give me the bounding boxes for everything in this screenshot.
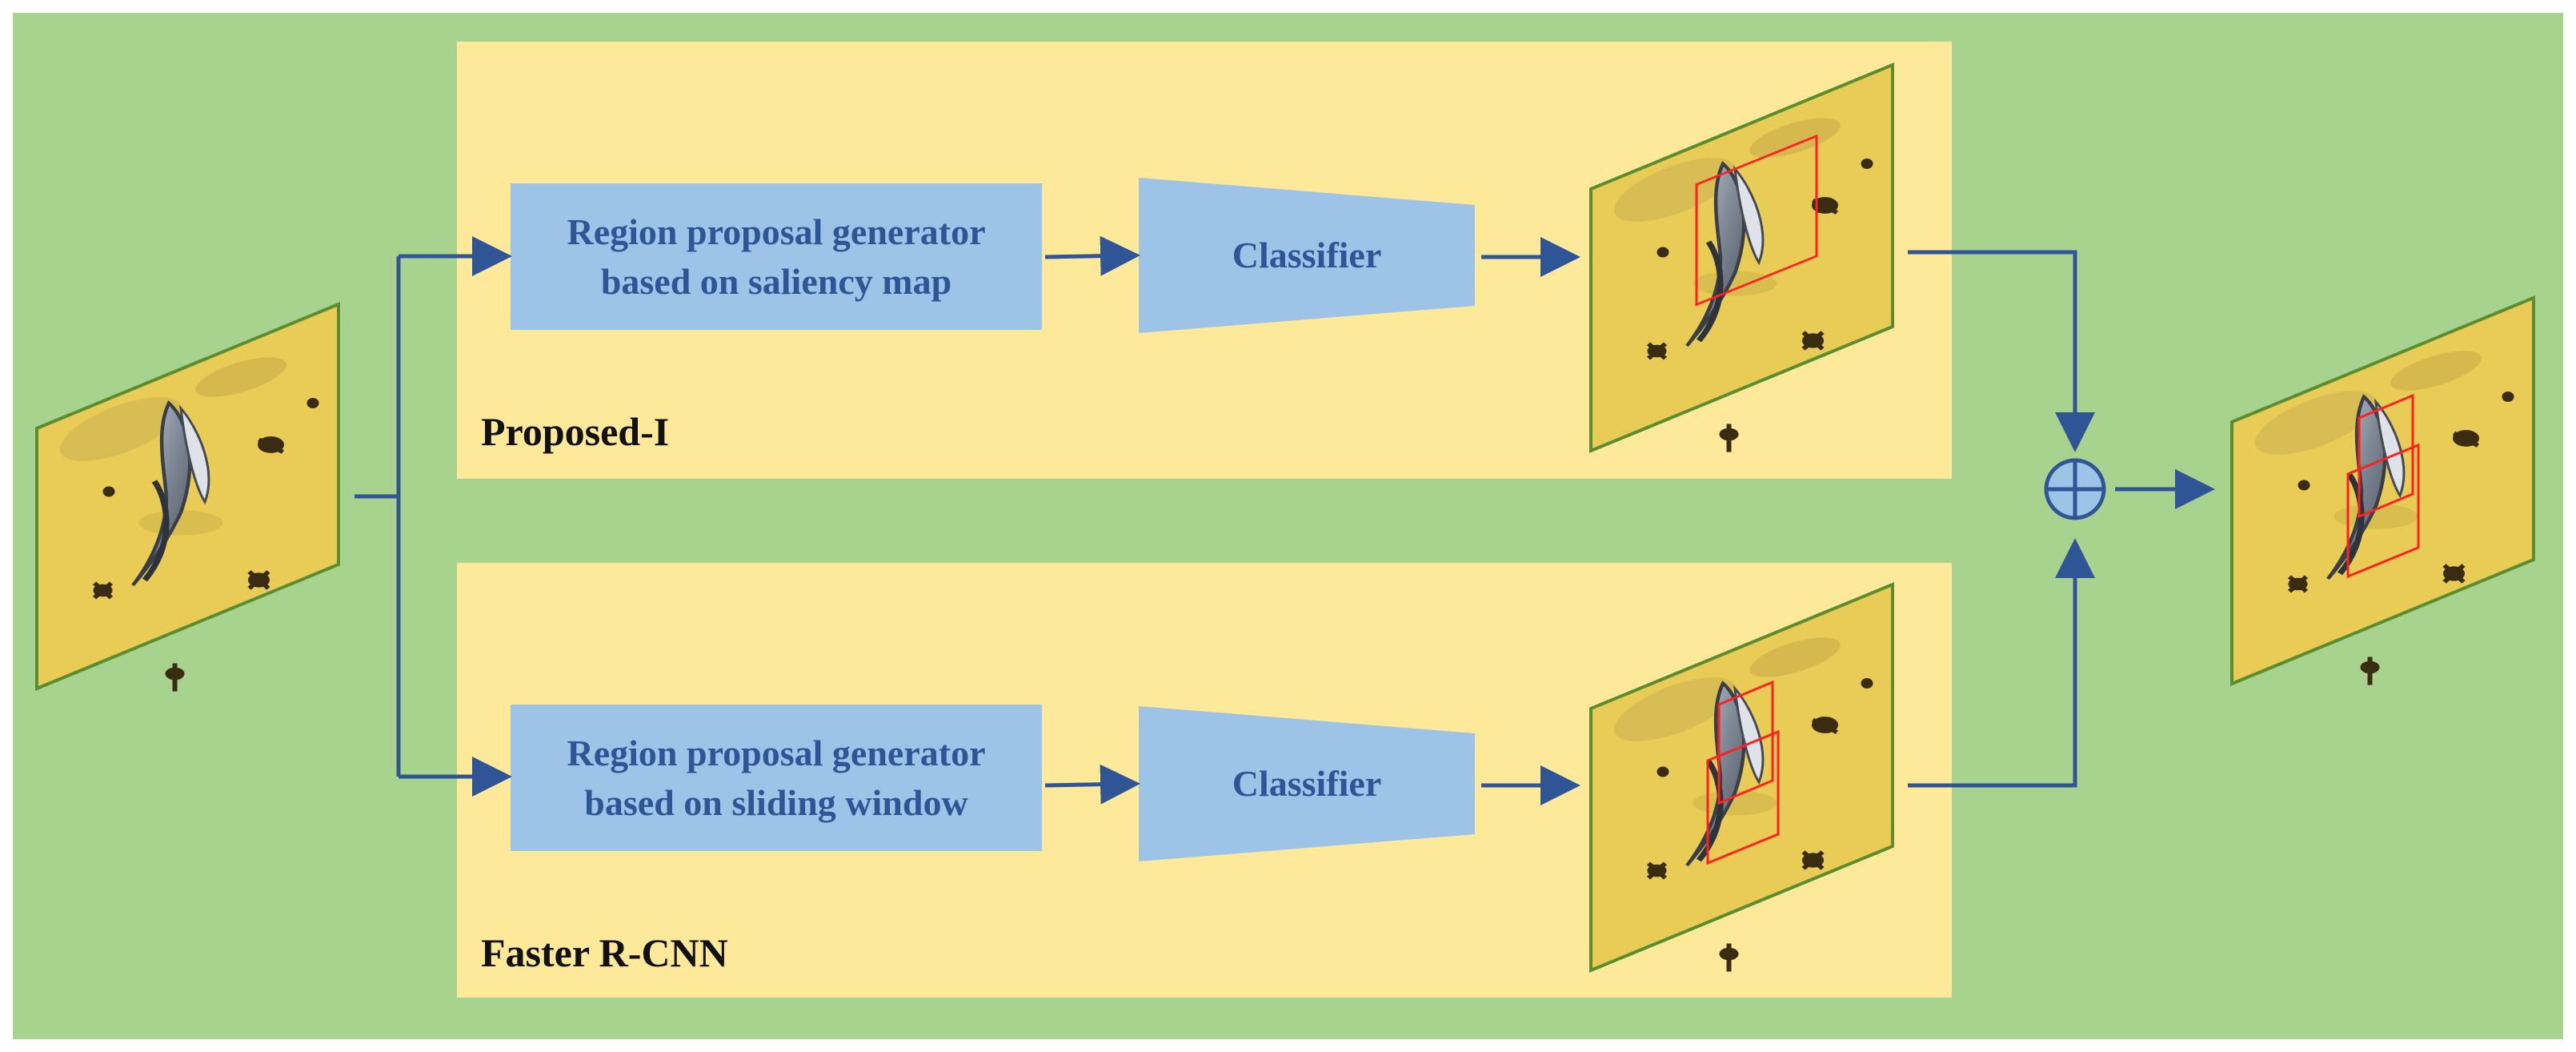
detection-box xyxy=(2358,393,2414,519)
arrow-bottom-generator-to-classifier xyxy=(1044,764,1140,805)
faster-rcnn-classifier-shape xyxy=(1139,706,1475,861)
arrow-top-result-to-fusion xyxy=(1908,250,2095,452)
detection-box xyxy=(1706,729,1780,865)
generator-line: Region proposal generator xyxy=(567,732,986,773)
arrow-bottom-result-to-fusion xyxy=(1908,538,2095,788)
generator-line: based on saliency map xyxy=(600,260,952,302)
saliency-region-proposal-label: Region proposal generator based on salie… xyxy=(567,207,985,307)
generator-line: Region proposal generator xyxy=(567,211,986,252)
saliency-region-proposal-box: Region proposal generator based on salie… xyxy=(511,183,1042,330)
sliding-window-region-proposal-box: Region proposal generator based on slidi… xyxy=(511,705,1042,851)
detection-box xyxy=(1695,134,1818,307)
arrow-top-generator-to-classifier xyxy=(1044,235,1140,276)
circled-plus-icon xyxy=(2044,458,2106,520)
detection-box xyxy=(2346,443,2420,579)
proposed-i-classifier-label: Classifier xyxy=(1232,235,1382,275)
faster-rcnn-title: Faster R-CNN xyxy=(481,930,728,975)
generator-line: based on sliding window xyxy=(584,781,968,823)
proposed-i-classifier-shape xyxy=(1139,178,1475,333)
detection-box xyxy=(1717,680,1774,805)
proposed-i-title: Proposed-I xyxy=(481,409,670,454)
faster-rcnn-classifier-label: Classifier xyxy=(1232,763,1382,804)
fused-output-image xyxy=(2230,295,2535,685)
sliding-window-region-proposal-label: Region proposal generator based on slidi… xyxy=(567,729,985,828)
input-trap-image xyxy=(35,302,340,692)
proposed-i-result-image xyxy=(1589,62,1894,452)
faster-rcnn-result-image xyxy=(1589,582,1894,972)
